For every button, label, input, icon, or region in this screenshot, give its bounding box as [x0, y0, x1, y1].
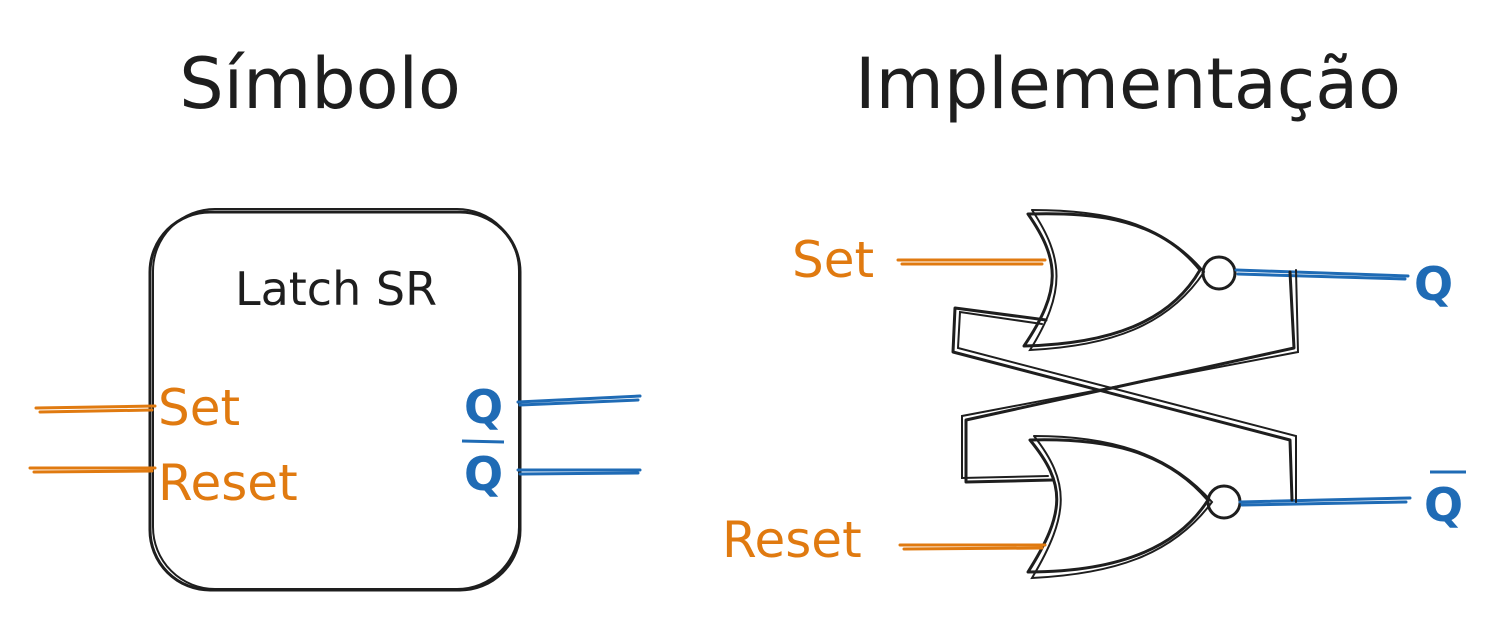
symbol-reset-wire — [28, 466, 157, 474]
symbol-qbar-overline — [461, 439, 505, 444]
symbol-q-wire — [516, 394, 642, 407]
impl-reset-wire — [898, 543, 1047, 551]
symbol-heading: Símbolo — [179, 43, 461, 125]
symbol-set-label: Set — [158, 379, 240, 437]
latch-box-sketch — [152, 208, 520, 590]
latch-box-title: Latch SR — [235, 262, 437, 316]
symbol-qbar-label: Q — [464, 447, 503, 501]
nor-gate-top — [1022, 209, 1237, 352]
feedback-qbar-to-top — [951, 306, 1294, 502]
latch-implementation: Set Reset Q Q — [722, 209, 1466, 580]
nor-top-bubble — [1201, 255, 1237, 291]
impl-reset-label: Reset — [722, 511, 862, 569]
feedback-q-to-bottom-sketch — [961, 269, 1300, 480]
impl-set-label: Set — [792, 231, 874, 289]
impl-qbar-label: Q — [1424, 478, 1463, 532]
feedback-qbar-to-top-sketch — [956, 310, 1297, 503]
symbol-qbar-wire — [516, 468, 642, 476]
impl-q-wire — [1234, 268, 1410, 281]
symbol-reset-label: Reset — [158, 454, 298, 512]
impl-q-label: Q — [1414, 257, 1453, 311]
symbol-set-wire — [34, 404, 157, 414]
feedback-q-to-bottom — [964, 270, 1296, 484]
symbol-q-label: Q — [464, 380, 503, 434]
implementation-heading: Implementação — [855, 43, 1401, 125]
impl-qbar-wire — [1238, 496, 1412, 507]
impl-set-wire — [896, 258, 1047, 266]
nor-gate-bottom — [1026, 435, 1242, 580]
latch-symbol: Latch SR Set Reset Q Q — [28, 208, 642, 592]
